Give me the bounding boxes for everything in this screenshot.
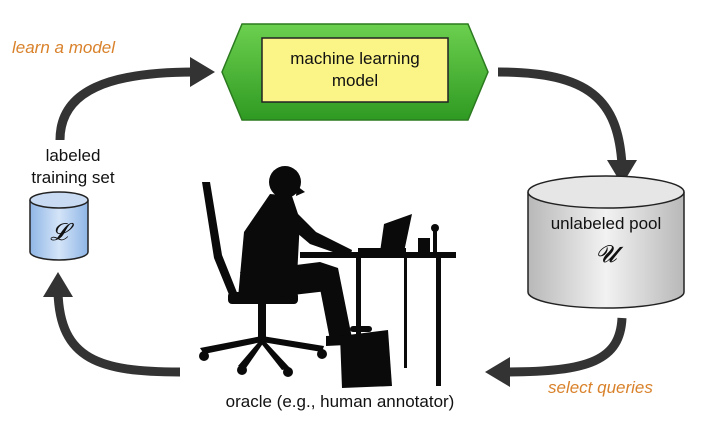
labeled-set-label: labeled training set <box>18 145 128 189</box>
model-label-line2: model <box>331 71 379 90</box>
learn-model-label: learn a model <box>12 38 116 57</box>
labeled-cylinder <box>29 191 89 261</box>
arrow-to-pool <box>497 67 627 166</box>
arrowhead-to-oracle <box>485 357 510 387</box>
oracle-label: oracle (e.g., human annotator) <box>225 392 455 411</box>
pool-cylinder <box>527 175 685 309</box>
arrowhead-learn-model <box>190 57 215 87</box>
select-queries-label: select queries <box>548 378 653 397</box>
arrow-learn-model <box>55 67 196 141</box>
arrow-to-labeled <box>53 291 181 377</box>
unlabeled-pool-symbol: 𝓤 <box>595 240 617 268</box>
model-label-line1: machine learning <box>290 49 420 68</box>
model-inner-box <box>261 37 449 103</box>
model-label: machine learning model <box>262 40 448 100</box>
arrowhead-to-pool <box>607 160 637 185</box>
arrow-to-oracle <box>504 317 627 377</box>
arrowhead-to-labeled <box>43 272 73 297</box>
labeled-set-label-line1: labeled <box>45 146 101 165</box>
labeled-set-symbol: 𝓛 <box>50 218 68 246</box>
unlabeled-pool-label: unlabeled pool <box>550 214 662 233</box>
labeled-set-label-line2: training set <box>31 168 115 187</box>
oracle-silhouette <box>199 166 456 388</box>
